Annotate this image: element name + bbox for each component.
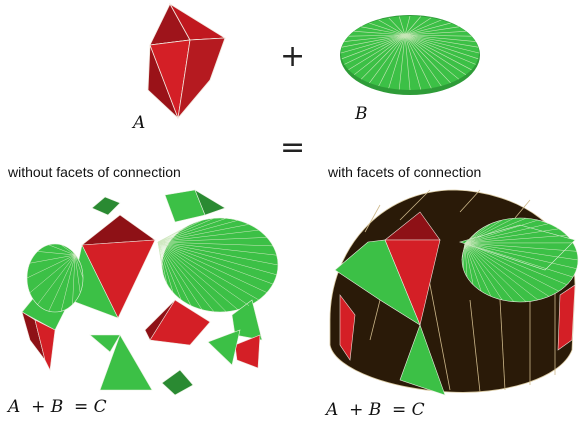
- composite-with-facets: [329, 189, 579, 396]
- polytope-b: [340, 15, 480, 95]
- composite-without-facets: [21, 189, 279, 396]
- plus-sign: +: [280, 39, 306, 74]
- equals-sign: =: [280, 130, 306, 165]
- label-b: B: [355, 104, 368, 124]
- equation-right: A + B = C: [326, 400, 425, 420]
- equation-left: A + B = C: [8, 397, 107, 417]
- caption-with-facets: with facets of connection: [328, 164, 482, 180]
- label-a: A: [133, 113, 146, 133]
- caption-without-facets: without facets of connection: [8, 164, 181, 180]
- polytope-a: [147, 2, 227, 120]
